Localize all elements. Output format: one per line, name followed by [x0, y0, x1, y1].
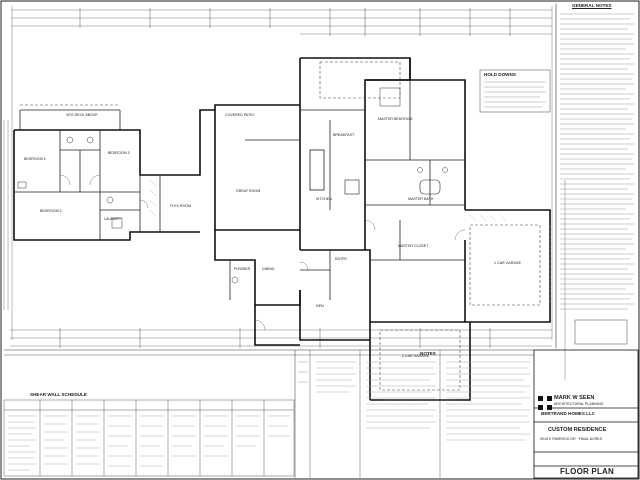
dimension-ticks	[59, 8, 511, 348]
bathtub	[419, 179, 441, 195]
room-veg-deck: VEG DECK ABOVE	[66, 113, 98, 117]
room-2-car-garage: 2 CAR GARAGE	[402, 354, 429, 358]
room-flex-room: FLEX ROOM	[170, 204, 192, 208]
room-den: DEN	[316, 304, 324, 308]
room-dining: DINING	[262, 267, 275, 271]
general-notes-title: GENERAL NOTES	[572, 3, 612, 8]
shear-wall-schedule-title: SHEAR WALL SCHEDULE	[30, 392, 87, 397]
sheet-title: FLOOR PLAN	[560, 467, 614, 476]
interior-walls	[14, 80, 465, 300]
room-powder: POWDER	[234, 267, 251, 271]
shear-wall-schedule-table	[3, 399, 295, 477]
room-master-bath: MASTER BATH	[408, 197, 434, 201]
room-covered-patio: COVERED PATIO	[225, 113, 255, 117]
room-master-closet: MASTER CLOSET	[398, 244, 429, 248]
stamp-logo-icon	[538, 396, 552, 410]
room-bedroom-4: BEDROOM 4	[24, 157, 46, 161]
builder-name: BERTRAND HOMES LLC	[541, 411, 596, 416]
notes-title: NOTES	[420, 351, 436, 356]
room-breakfast: BREAKFAST	[333, 133, 355, 137]
kitchen-island	[309, 149, 325, 191]
stamp-subtitle: ARCHITECTURAL PLANNING	[554, 402, 604, 406]
room-entry: ENTRY	[335, 257, 348, 261]
project-title: CUSTOM RESIDENCE	[548, 427, 607, 433]
exterior-walls	[13, 57, 551, 401]
room-bedroom-3: BEDROOM 3	[108, 151, 130, 155]
general-notes-text	[484, 13, 634, 310]
room-1-car-garage: 1 CAR GARAGE	[494, 261, 521, 265]
room-bedroom-2: BEDROOM 2	[40, 209, 62, 213]
room-kitchen: KITCHEN	[316, 197, 332, 201]
dimension-lines	[3, 6, 566, 380]
project-address: 9016 E RIMROCK DR · FINAL ACRES	[540, 437, 602, 441]
room-laundry: LAUNDRY	[104, 217, 122, 221]
hold-downs-title: HOLD DOWNS	[484, 72, 516, 77]
hold-downs-box	[479, 69, 551, 113]
room-master-bedroom: MASTER BEDROOM	[378, 117, 413, 121]
room-great-room: GREAT ROOM	[236, 189, 261, 193]
stamp-name: MARK W SEEN	[554, 395, 595, 401]
